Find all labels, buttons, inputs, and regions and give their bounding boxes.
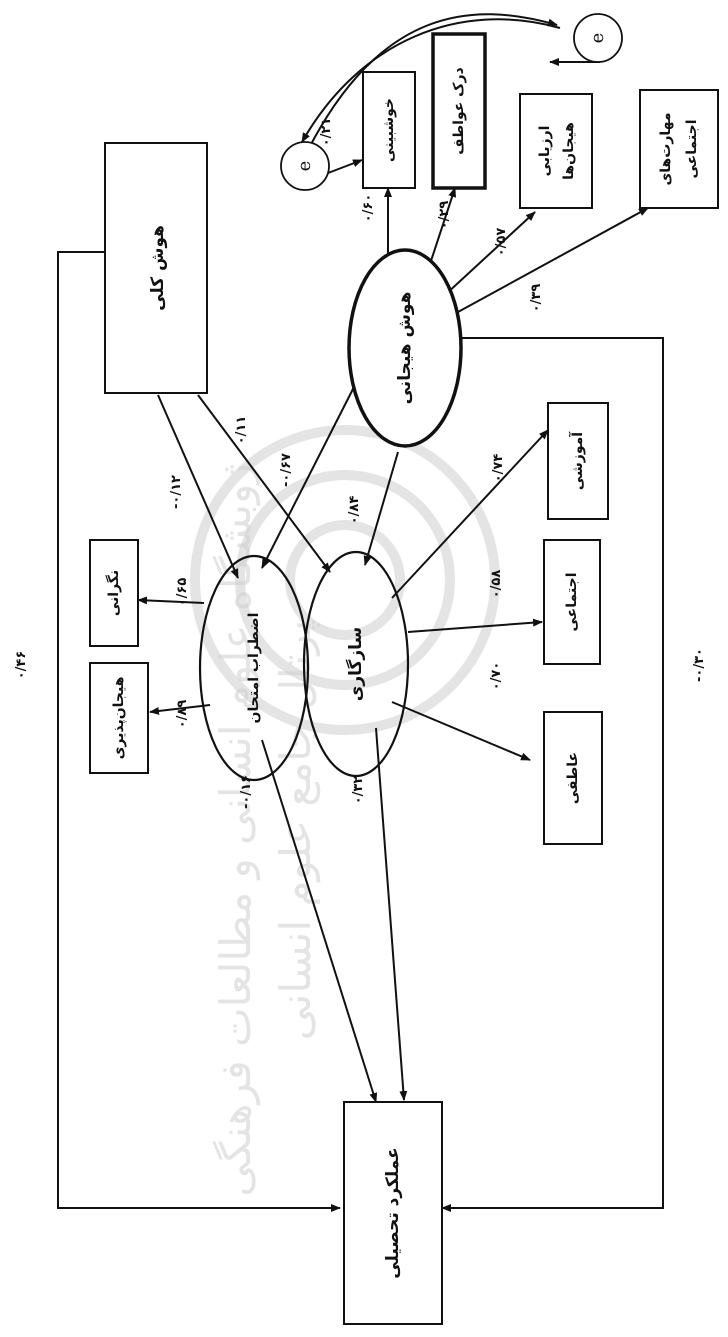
adjustment-label: سازگاری (345, 627, 366, 702)
svg-text:e: e (294, 161, 315, 172)
social-skills-label-1: مهارت‌های (658, 112, 674, 185)
educational-label: آموزشی (568, 431, 586, 490)
coef-ei-social-skills: ۰/۳۹ (529, 284, 544, 313)
coef-ei-appraisal: ۰/۵۷ (494, 228, 509, 257)
emotion-appraisal-label-2: هیجان‌ها (561, 122, 577, 180)
test-anxiety-label: اضطراب امتحان (246, 613, 262, 724)
coef-anxiety-performance: -۰/۱۶ (239, 775, 254, 809)
perceiving-emotions-node: درک عواطف (431, 32, 487, 190)
general-intelligence-node: هوش کلی (104, 142, 208, 394)
svg-text:e: e (587, 33, 608, 44)
academic-performance-node: عملکرد تحصیلی (343, 1101, 443, 1325)
coef-adjustment-social: ۰/۵۸ (489, 570, 504, 599)
coef-ei-optimism: ۰/۶۰ (361, 194, 376, 223)
adjustment-node: سازگاری (302, 550, 410, 778)
worry-node: نگرانی (89, 539, 139, 647)
emotional-intelligence-label: هوش هیجانی (395, 292, 415, 405)
coef-ei-perceiving: ۰/۲۹ (437, 201, 452, 230)
emotional-label: عاطفی (565, 752, 581, 804)
general-intelligence-label: هوش کلی (148, 225, 168, 311)
coef-error-covariance: ۰/۲۱ (319, 118, 334, 147)
coef-gi-performance: ۰/۴۶ (14, 651, 29, 680)
emotion-appraisal-node: ارزیابی هیجان‌ها (519, 93, 593, 209)
emotional-intelligence-node: هوش هیجانی (347, 248, 463, 448)
emotionality-label: هیجان‌پذیری (111, 677, 127, 760)
educational-node: آموزشی (547, 402, 609, 520)
perceiving-emotions-label: درک عواطف (451, 67, 467, 154)
coef-adjustment-educational: ۰/۷۴ (491, 454, 506, 483)
watermark-ornament (190, 425, 500, 735)
coef-adjustment-emotional: ۰/۷۰ (489, 662, 504, 691)
error-term-2-node: e (573, 13, 623, 63)
coef-gi-adjustment: ۰/۱۱ (234, 416, 249, 445)
svg-text:ژوبشگاه علوم انسانی و مطالعات: ژوبشگاه علوم انسانی و مطالعات فرهنگی (211, 463, 261, 1196)
coef-gi-anxiety: -۰/۱۲ (169, 475, 184, 509)
academic-performance-label: عملکرد تحصیلی (383, 1147, 403, 1279)
social-skills-node: مهارت‌های اجتماعی (639, 89, 719, 209)
test-anxiety-node: اضطراب امتحان (198, 554, 310, 782)
coef-ei-adjustment: ۰/۸۴ (347, 496, 362, 525)
svg-text:پرتال جامع علوم انسانی: پرتال جامع علوم انسانی (271, 620, 321, 1041)
coef-adjustment-performance: ۰/۳۲ (351, 776, 366, 805)
emotional-node: عاطفی (543, 711, 603, 845)
coef-anxiety-worry: ۰/۶۵ (175, 578, 190, 607)
emotion-appraisal-label-1: ارزیابی (537, 126, 553, 177)
error-term-1-node: e (280, 141, 330, 191)
coef-anxiety-emotionality: ۰/۸۹ (175, 700, 190, 729)
coef-ei-performance: -۰/۳۰ (692, 648, 707, 682)
worry-label: نگرانی (105, 570, 122, 616)
social-node: اجتماعی (543, 539, 601, 665)
optimism-label: خوشبینی (381, 98, 397, 162)
emotionality-node: هیجان‌پذیری (89, 662, 149, 774)
coefficient-labels: ۰/۶۰ ۰/۲۹ ۰/۵۷ ۰/۳۹ ۰/۲۱ ۰/۱۱ -۰/۶۷ -۰/۱… (14, 118, 707, 809)
optimism-node: خوشبینی (362, 71, 416, 189)
edges (57, 13, 664, 1212)
social-skills-label-2: اجتماعی (684, 120, 700, 179)
watermark-text: ژوبشگاه علوم انسانی و مطالعات فرهنگی پرت… (211, 463, 321, 1196)
social-label: اجتماعی (564, 573, 580, 632)
coef-ei-anxiety: -۰/۶۷ (279, 453, 294, 487)
